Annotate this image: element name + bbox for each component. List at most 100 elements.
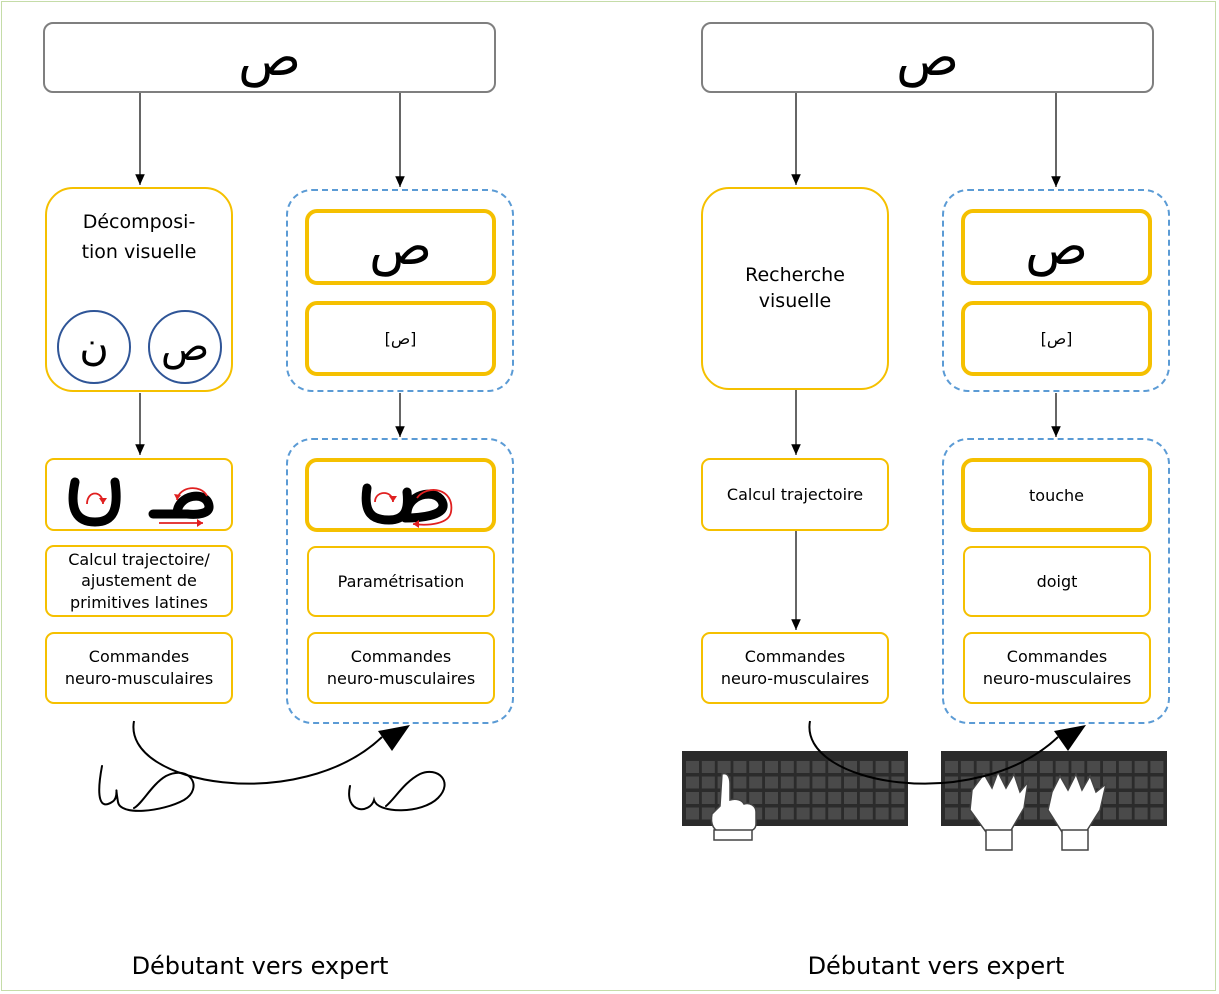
keyboard-key <box>686 761 699 773</box>
automatized-motor-group <box>286 438 514 724</box>
keyboard-key <box>1118 761 1132 773</box>
parametrisation-label: Paramétrisation <box>337 571 465 591</box>
letter-form: ص <box>369 217 432 277</box>
keyboard-key <box>796 761 810 773</box>
keyboard-key <box>844 807 857 820</box>
keyboard-key <box>891 792 905 804</box>
keyboard-key <box>796 776 810 789</box>
keyboard-key <box>859 807 873 820</box>
finger-box: doigt <box>963 546 1151 617</box>
keyboard-key <box>733 776 747 789</box>
parametrisation-box: Paramétrisation <box>307 546 495 617</box>
automatized-recognition-group <box>942 189 1170 392</box>
letter-form-box: ص <box>305 209 496 285</box>
keyboard-key <box>844 776 857 789</box>
keyboard-key <box>828 807 842 820</box>
neuromuscular-commands-label: Commandes neuro-musculaires <box>64 647 214 688</box>
keyboard-key <box>1024 792 1037 804</box>
keyboard-key <box>1039 761 1053 773</box>
keyboard-key <box>796 792 810 804</box>
stimulus-letter-box: ص <box>701 22 1154 93</box>
keyboard-key <box>1150 792 1164 804</box>
keyboard-key <box>812 792 826 804</box>
keyboard-key <box>780 761 794 773</box>
phonetic-box: [ص] <box>961 301 1152 376</box>
keyboard-key <box>1118 792 1132 804</box>
keyboard-key <box>1039 776 1053 789</box>
keyboard-novice-image <box>682 751 908 826</box>
component-letter: ن <box>79 324 109 370</box>
keyboard-key <box>844 792 857 804</box>
keyboard-key <box>1103 807 1116 820</box>
keyboard-key <box>749 776 763 789</box>
keyboard-key <box>1150 761 1164 773</box>
trajectory-box: Calcul trajectoire <box>701 458 889 531</box>
keyboard-key <box>1134 792 1148 804</box>
keyboard-key <box>780 792 794 804</box>
keyboard-key <box>1134 807 1148 820</box>
keyboard-key <box>828 776 842 789</box>
keyboard-key <box>859 761 873 773</box>
progression-arrow <box>132 720 410 785</box>
keyboard-key <box>828 792 842 804</box>
key-box: touche <box>961 458 1152 532</box>
pointing-hand-icon <box>710 772 757 841</box>
keyboard-key <box>1087 761 1101 773</box>
keyboard-key <box>812 776 826 789</box>
keyboard-key <box>1150 776 1164 789</box>
letter-form: ص <box>1025 217 1088 277</box>
keyboard-key <box>765 807 778 820</box>
stimulus-letter-box: ص <box>43 22 496 93</box>
neuromuscular-commands-box: Commandes neuro-musculaires <box>963 632 1151 704</box>
keyboard-key <box>1103 761 1116 773</box>
component-letter: ص <box>160 324 210 370</box>
keyboard-key <box>1134 776 1148 789</box>
handwritten-letter-expert <box>348 770 446 812</box>
keyboard-key <box>749 792 763 804</box>
keyboard-key <box>945 761 958 773</box>
keyboard-key <box>717 761 731 773</box>
keyboard-key <box>945 792 958 804</box>
progression-arrow <box>808 720 1086 785</box>
visual-decomposition-label: Décomposi- tion visuelle <box>81 211 197 264</box>
keyboard-key <box>749 761 763 773</box>
key-label: touche <box>1029 485 1084 505</box>
keyboard-key <box>701 776 715 789</box>
motor-program-graphic <box>361 483 453 528</box>
trajectory-adjustment-label: Calcul trajectoire/ ajustement de primit… <box>68 549 210 612</box>
keyboard-key <box>1150 807 1164 820</box>
keyboard-key <box>1071 761 1085 773</box>
keyboard-key <box>1134 761 1148 773</box>
neuromuscular-commands-label: Commandes neuro-musculaires <box>982 647 1132 688</box>
trajectory-label: Calcul trajectoire <box>726 484 864 504</box>
keyboard-key <box>891 807 905 820</box>
progression-caption: Débutant vers expert <box>807 952 1065 980</box>
keyboard-key <box>1118 776 1132 789</box>
keyboard-key <box>1118 807 1132 820</box>
keyboard-key <box>859 776 873 789</box>
phonetic-box: [ص] <box>305 301 496 376</box>
phonetic-label: [ص] <box>384 329 417 348</box>
keyboard-key <box>1103 792 1116 804</box>
keyboard-key <box>780 807 794 820</box>
keyboard-key <box>765 792 778 804</box>
keyboard-key <box>686 792 699 804</box>
primitive-strokes-box <box>45 458 233 531</box>
keyboard-key <box>859 792 873 804</box>
component-circle-sad: ص <box>148 310 222 384</box>
automatized-recognition-group <box>286 189 514 392</box>
component-circle-noon: ن <box>57 310 131 384</box>
neuromuscular-commands-label: Commandes neuro-musculaires <box>326 647 476 688</box>
keyboard-key <box>812 761 826 773</box>
finger-label: doigt <box>1036 571 1078 591</box>
visual-search-label: Recherche visuelle <box>745 263 845 312</box>
keyboard-key <box>765 761 778 773</box>
keyboard-key <box>875 761 889 773</box>
keyboard-key <box>812 807 826 820</box>
visual-decomposition-box: Décomposi- tion visuelle ن ص <box>45 187 233 392</box>
motor-program-box <box>305 458 496 532</box>
stimulus-letter: ص <box>238 27 301 88</box>
keyboard-key <box>1024 807 1037 820</box>
primitive-strokes-graphic <box>68 477 214 527</box>
keyboard-key <box>976 761 990 773</box>
